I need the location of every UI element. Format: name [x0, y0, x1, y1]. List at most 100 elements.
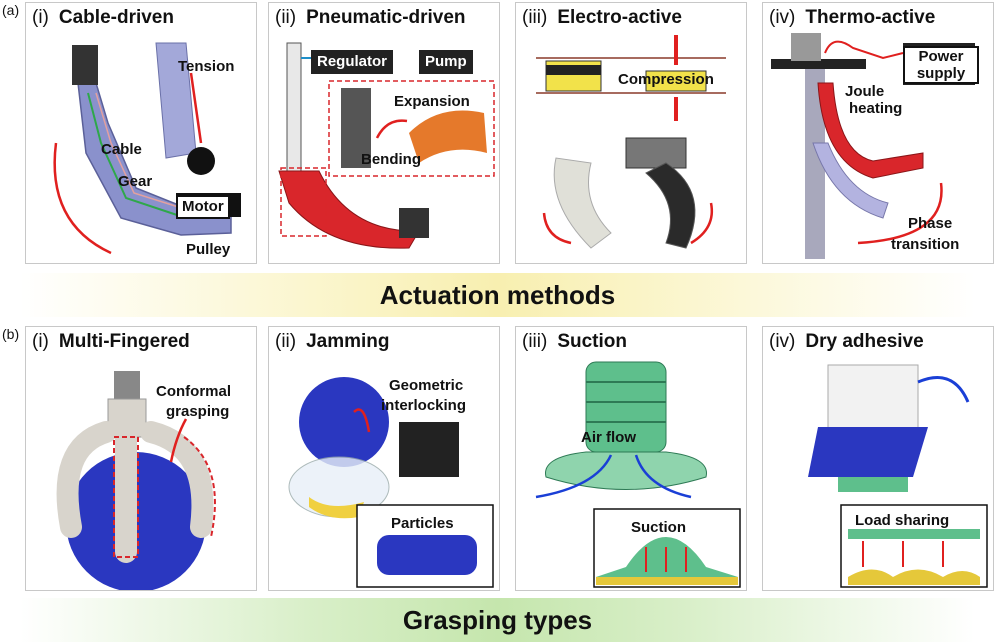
interlocking-arrow — [353, 408, 371, 433]
panel-cable-driven: (i)Cable-driven Tension Cable Gear Motor… — [25, 2, 257, 264]
banner-actuation-methods: Actuation methods — [20, 273, 975, 317]
label-load-sharing: Load sharing — [855, 512, 950, 529]
label-regulator: Regulator — [311, 50, 394, 74]
cable-line-2 — [95, 92, 192, 212]
actuator-mount — [72, 45, 98, 85]
actuator-end-cap — [399, 208, 429, 238]
bending-arrow-left — [542, 212, 572, 245]
mount-post — [791, 33, 821, 61]
gripper-finger-left — [553, 157, 612, 249]
suction-inset-surface — [596, 577, 738, 585]
panel-title: (iv)Thermo-active — [763, 7, 993, 29]
panel-suction: (iii)Suction Air flow Suction — [515, 326, 747, 591]
bending-arrow-right — [690, 202, 714, 245]
banner-grasping-types: Grasping types — [20, 598, 975, 642]
finger-right — [140, 421, 214, 538]
contact-outline-right — [183, 436, 216, 538]
panel-title-text: Dry adhesive — [805, 331, 924, 352]
pneumatic-actuator-column — [286, 42, 302, 184]
panel-title-text: Multi-Fingered — [58, 331, 190, 352]
panel-title-text: Cable-driven — [58, 7, 174, 28]
panel-number: (ii) — [275, 331, 297, 352]
suction-illustration — [535, 361, 741, 588]
label-phase: Phase — [908, 215, 953, 232]
suction-cup — [545, 451, 707, 490]
gripper-finger-right — [645, 162, 696, 249]
conformal-arrow — [169, 418, 188, 463]
panel-title: (i) Cable-driven — [26, 7, 256, 29]
gear-icon — [187, 147, 215, 175]
dielectric-block-right — [645, 70, 707, 92]
label-expansion: Expansion — [394, 93, 470, 110]
section-b-tag: (b) — [2, 326, 20, 342]
panel-title: (iii) Electro-active — [516, 7, 746, 29]
thermo-active-illustration — [771, 33, 975, 259]
gripper-base-blue — [808, 427, 928, 477]
label-air-flow: Air flow — [581, 429, 636, 446]
panel-pneumatic-driven: (ii) Pneumatic-driven Regulator Pump Expa… — [268, 2, 500, 264]
label-interlocking: interlocking — [381, 397, 467, 414]
panel-title: (i) Multi-Fingered — [26, 331, 256, 353]
tension-arrow — [189, 72, 203, 144]
pneumatic-actuator-body — [278, 170, 420, 249]
contact-outline-center — [113, 436, 139, 558]
jamming-particles-fill — [309, 497, 364, 519]
gripper-mount — [114, 371, 140, 401]
gripper-base — [625, 137, 687, 169]
panel-title-text: Electro-active — [557, 7, 682, 28]
label-compression: Compression — [618, 71, 714, 88]
pneumatic-illustration — [278, 42, 495, 249]
panel-number: (iii) — [522, 7, 548, 28]
bending-arrow — [375, 119, 408, 139]
inset-backing — [848, 529, 980, 539]
air-flow-arrow-left — [535, 454, 613, 499]
panel-number: (i) — [32, 331, 49, 352]
panel-title-text: Thermo-active — [805, 7, 936, 28]
dry-adhesive-illustration — [808, 364, 988, 588]
label-particles: Particles — [391, 515, 454, 532]
label-power: Power — [918, 48, 964, 65]
particles-bag — [377, 535, 477, 575]
panel-number: (iv) — [769, 331, 796, 352]
panel-title: (iii)Suction — [516, 331, 746, 353]
mount-plate — [771, 59, 866, 69]
phase-arrow — [857, 182, 943, 245]
panel-electro-active: (iii) Electro-active Compression — [515, 2, 747, 264]
panel-dry-adhesive: (iv) Dry adhesive Load sharing — [762, 326, 994, 591]
label-supply: supply — [916, 65, 966, 82]
label-grasping: grasping — [166, 403, 230, 420]
support-beam — [805, 69, 825, 259]
jamming-connector — [399, 422, 459, 477]
panel-title-text: Pneumatic-driven — [306, 7, 466, 28]
label-joule: Joule — [845, 83, 885, 100]
label-transition: transition — [891, 236, 960, 253]
zoom-box-small — [280, 167, 327, 237]
panel-title-text: Suction — [557, 331, 627, 352]
adhesive-pad — [838, 477, 908, 492]
panel-number: (i) — [32, 7, 49, 28]
label-bending: Bending — [361, 151, 421, 168]
panel-title: (ii) Pneumatic-driven — [269, 7, 499, 29]
panel-multi-fingered: (i)Multi-Fingered Conformal grasping — [25, 326, 257, 591]
label-gear: Gear — [118, 173, 153, 190]
panel-number: (ii) — [275, 7, 297, 28]
gripper-housing — [827, 364, 919, 431]
bending-arrow — [53, 142, 112, 255]
label-pulley: Pulley — [186, 241, 231, 258]
thermo-actuator-cool — [812, 142, 889, 219]
label-suction: Suction — [631, 519, 686, 536]
label-cable: Cable — [101, 141, 142, 158]
label-motor: Motor — [176, 195, 230, 219]
dielectric-electrode-left — [546, 65, 601, 75]
label-geometric: Geometric — [389, 377, 464, 394]
jamming-illustration — [288, 377, 494, 588]
zoom-box-large — [328, 80, 495, 177]
electro-active-illustration — [536, 35, 726, 249]
label-pump: Pump — [419, 50, 473, 74]
cable-line — [87, 92, 187, 219]
section-a-tag: (a) — [2, 2, 20, 18]
panel-title: (ii)Jamming — [269, 331, 499, 353]
